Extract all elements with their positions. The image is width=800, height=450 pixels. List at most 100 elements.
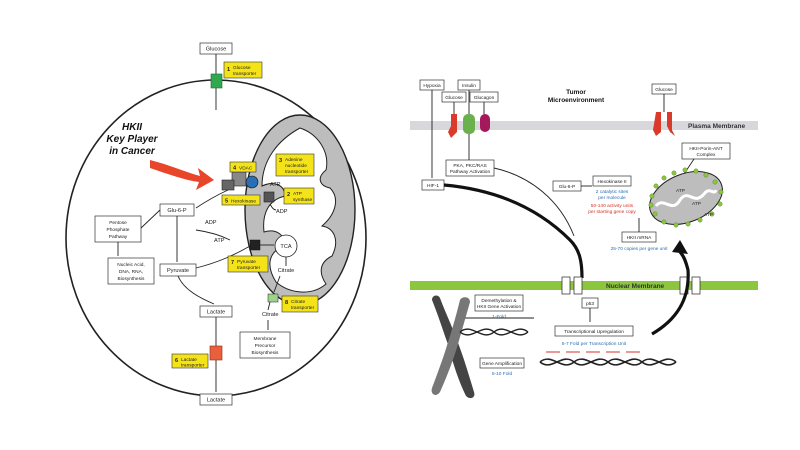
lactate-transporter-shape	[209, 345, 223, 361]
nuclear-pores	[561, 276, 701, 295]
svg-text:Pathway: Pathway	[109, 234, 128, 240]
svg-text:Key Player: Key Player	[106, 134, 158, 145]
svg-text:nucleotide: nucleotide	[285, 163, 307, 169]
green-receptor	[463, 114, 475, 134]
ant-shape	[245, 175, 259, 189]
atp-label-2: ATP	[214, 238, 225, 244]
svg-text:Pyruvate: Pyruvate	[237, 259, 256, 265]
svg-text:Citrate: Citrate	[291, 299, 305, 305]
activity-text: 50-140 activity units	[591, 203, 634, 209]
chromosome	[431, 295, 475, 399]
vdac-label: 4 VDAC	[229, 161, 257, 173]
svg-text:1: 1	[227, 67, 230, 73]
copies-text: 25-70 copies per gene unit	[611, 246, 668, 252]
hexokinase2-label: Hexokinase II	[597, 179, 626, 185]
red-receptor-2	[653, 112, 661, 136]
svg-text:2: 2	[287, 192, 290, 198]
lactate-outer-label: Lactate	[207, 398, 225, 404]
svg-text:8: 8	[285, 300, 288, 306]
svg-text:transporter: transporter	[233, 71, 257, 77]
svg-text:per molecule: per molecule	[598, 195, 626, 201]
left-panel: Glucose 1 Glucose transporter HKII Key P…	[65, 42, 367, 406]
svg-text:4: 4	[233, 166, 237, 172]
gene-amp-label: Gene Amplification	[482, 361, 522, 367]
glucose-top-label: Glucose	[206, 47, 227, 53]
citrate-outer-label: Citrate	[262, 312, 278, 318]
svg-text:Precursor: Precursor	[255, 343, 276, 349]
atp-right-3: ATP	[704, 212, 713, 218]
atp-right-2: ATP	[692, 201, 701, 207]
svg-text:Lactate: Lactate	[181, 357, 197, 363]
atp-label-1: ATP	[270, 182, 281, 188]
adenine-transporter-label: 3 Adenine nucleotide transporter	[275, 153, 315, 177]
pyruvate-transporter-shape	[249, 239, 261, 251]
hif1-label: HIF-1	[427, 183, 439, 189]
glucose-label-2: Glucose	[655, 87, 673, 93]
svg-text:synthase: synthase	[293, 197, 313, 203]
svg-text:TCA: TCA	[280, 244, 291, 250]
svg-text:6: 6	[175, 358, 178, 364]
fold57-text: 5-7 Fold per Transcription Unit	[562, 341, 627, 347]
glucose-transporter-shape	[210, 73, 223, 89]
svg-text:Hexokinase: Hexokinase	[231, 199, 256, 205]
svg-text:Glucose: Glucose	[233, 65, 251, 71]
pentose-label: Pentose	[109, 220, 127, 226]
p53-label: p53	[586, 301, 594, 307]
red-arrow	[150, 160, 214, 190]
pyruvate-transporter-label: 7 Pyruvate transporter	[227, 255, 269, 273]
red-receptor-1	[448, 114, 457, 138]
citrate-transporter-shape	[267, 293, 279, 303]
lactate-transporter-label: 6 Lactate transporter	[171, 353, 209, 369]
adp-label-2: ADP	[205, 220, 217, 226]
demethylation-label: Demethylation &	[481, 298, 517, 304]
mrna-export-arrow	[651, 250, 690, 336]
svg-text:ATP: ATP	[293, 191, 302, 197]
svg-text:Complex: Complex	[697, 152, 717, 158]
hexokinase-label: 5 Hexokinase	[221, 194, 261, 206]
catalytic-text: 2 catalytic sites	[596, 189, 629, 195]
plasma-membrane-label: Plasma Membrane	[688, 123, 745, 130]
svg-text:transporter: transporter	[291, 305, 315, 311]
svg-text:DNA, RNA,: DNA, RNA,	[119, 269, 143, 275]
hkii-complex-label: HKII-Porin-ANT	[689, 146, 722, 152]
svg-text:HKII Gene Activation: HKII Gene Activation	[477, 304, 522, 310]
dna-helix	[459, 328, 677, 366]
pyruvate-label: Pyruvate	[167, 268, 189, 274]
glucose-label-1: Glucose	[445, 95, 463, 101]
glu6p-label: Glu-6-P	[167, 208, 187, 214]
atp-right-1: ATP	[676, 188, 685, 194]
glucagon-label: Glucagon	[474, 95, 495, 101]
svg-text:7: 7	[231, 260, 234, 266]
hkii-mrna-label: HKII mRNA	[627, 235, 653, 241]
citrate-transporter-label: 8 Citrate transporter	[281, 295, 319, 313]
mitochondrion-right	[648, 167, 724, 228]
insulin-label: Insulin	[462, 83, 476, 89]
atp-synthase-label: 2 ATP synthase	[283, 187, 315, 205]
pka-pathway-label: PKA, PKC/RAS	[453, 163, 486, 169]
svg-text:transporter: transporter	[181, 363, 205, 369]
svg-text:3: 3	[279, 158, 282, 164]
atp-synthase-shape	[263, 191, 275, 203]
svg-text:Biosynthesis: Biosynthesis	[252, 350, 280, 356]
nuclear-membrane-label: Nuclear Membrane	[606, 283, 665, 290]
nuclear-membrane-bar	[410, 281, 758, 290]
adp-label-1: ADP	[276, 209, 288, 215]
hypoxia-label: Hypoxia	[423, 83, 441, 89]
lactate-inner-label: Lactate	[207, 310, 225, 316]
nucleic-acid-label: Nucleic Acid,	[117, 262, 144, 268]
plasma-membrane-bar	[410, 121, 758, 130]
svg-text:per starting gene copy: per starting gene copy	[588, 209, 636, 215]
membrane-precursor-label: Membrane	[254, 336, 277, 342]
svg-text:HKII: HKII	[122, 122, 142, 133]
glu6p-right-label: Glu-6-P	[559, 184, 576, 190]
svg-text:in Cancer: in Cancer	[109, 146, 156, 157]
svg-text:Biosynthesis: Biosynthesis	[118, 276, 146, 282]
svg-text:VDAC: VDAC	[239, 166, 253, 172]
svg-text:Tumor: Tumor	[566, 89, 586, 96]
svg-text:transporter: transporter	[285, 169, 309, 175]
tumor-microenvironment-label: Tumor Microenvironment	[548, 89, 605, 104]
right-panel: Plasma Membrane Hypoxia Insulin Glucose …	[410, 79, 758, 399]
panel-title: HKII Key Player in Cancer	[106, 122, 158, 157]
purple-receptor	[480, 114, 490, 132]
